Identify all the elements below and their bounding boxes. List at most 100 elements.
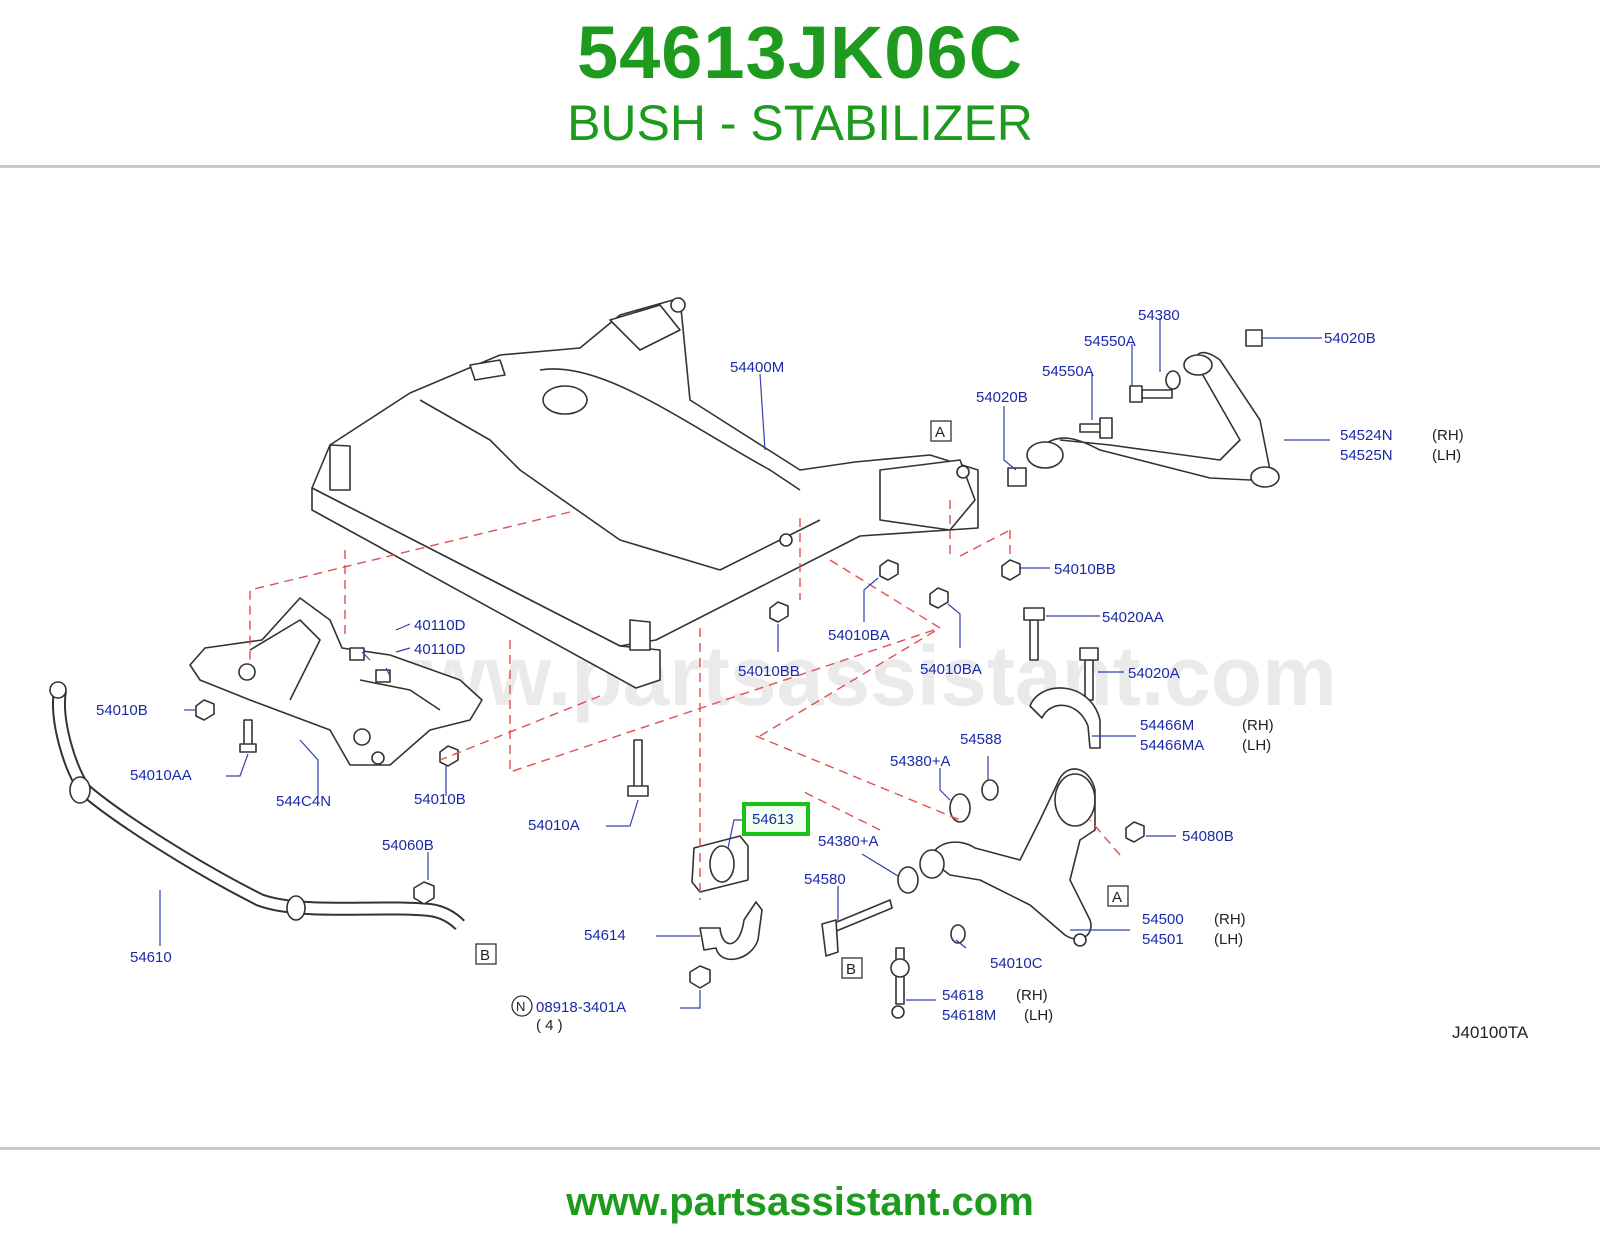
nut-54010B-center[interactable] (439, 745, 459, 767)
svg-text:(RH): (RH) (1242, 717, 1274, 734)
page-header: 54613JK06C BUSH - STABILIZER (0, 0, 1600, 168)
n-circle-mark: N (511, 995, 533, 1017)
callout-54400M[interactable]: 54400M (730, 359, 784, 376)
nut-54010BA-2[interactable] (929, 587, 949, 609)
bolt-54010AA[interactable] (239, 719, 257, 753)
washer-54380A-1[interactable] (949, 793, 971, 823)
bolt-54010A[interactable] (627, 739, 649, 797)
svg-text:B: B (846, 961, 856, 978)
nut-54010BB-right[interactable] (1001, 559, 1021, 581)
nut-54020B-mid[interactable] (1007, 467, 1027, 487)
callout-54010AA[interactable]: 54010AA (130, 767, 192, 784)
crossmember-54400M[interactable] (311, 297, 979, 689)
callout-54525N[interactable]: 54525N (1340, 447, 1393, 464)
callout-54010BB-center[interactable]: 54010BB (738, 663, 800, 680)
callout-54080B[interactable]: 54080B (1182, 828, 1234, 845)
washer-54380[interactable] (1165, 370, 1181, 390)
callout-54010BB-right[interactable]: 54010BB (1054, 561, 1116, 578)
callout-54501[interactable]: 54501 (1142, 931, 1184, 948)
callout-40110D-2[interactable]: 40110D (414, 641, 466, 658)
link-54618[interactable] (890, 947, 910, 1019)
callout-54010BA-1[interactable]: 54010BA (828, 627, 890, 644)
header-divider (0, 165, 1600, 168)
bolt-54020AA[interactable] (1023, 607, 1045, 661)
bushing-54613[interactable] (691, 835, 749, 893)
svg-text:B: B (480, 947, 490, 964)
svg-text:(LH): (LH) (1214, 931, 1243, 948)
stabilizer-bar-54610[interactable] (49, 681, 465, 931)
highlight-box-54613[interactable] (742, 802, 810, 836)
part-description: BUSH - STABILIZER (567, 95, 1033, 151)
nut-54010BB-center[interactable] (769, 601, 789, 623)
callout-54613[interactable]: 54613 (752, 811, 794, 828)
subframe-544C4N[interactable] (189, 597, 483, 766)
nut-08918[interactable] (689, 965, 711, 989)
callout-54524N[interactable]: 54524N (1340, 427, 1393, 444)
ref-box-a-top: A (930, 420, 952, 442)
footer-divider (0, 1147, 1600, 1150)
bolt-54580[interactable] (821, 899, 893, 957)
callout-54020A[interactable]: 54020A (1128, 665, 1180, 682)
ref-box-a-bottom: A (1107, 885, 1129, 907)
diagram-code: J40100TA (1452, 1023, 1529, 1042)
callout-54550A-2[interactable]: 54550A (1042, 363, 1094, 380)
callout-54466M[interactable]: 54466M (1140, 717, 1194, 734)
bolt-54550A[interactable] (1129, 385, 1173, 403)
callout-54466MA[interactable]: 54466MA (1140, 737, 1204, 754)
lower-arm-54500[interactable] (919, 768, 1096, 947)
nut-54010BA-1[interactable] (879, 559, 899, 581)
bracket-54466M[interactable] (1029, 687, 1101, 749)
callout-54020B-mid[interactable]: 54020B (976, 389, 1028, 406)
washer-54588[interactable] (981, 779, 999, 801)
svg-text:(LH): (LH) (1242, 737, 1271, 754)
ref-box-b-right: B (841, 957, 863, 979)
callout-54010B-left[interactable]: 54010B (96, 702, 148, 719)
svg-text:(LH): (LH) (1024, 1007, 1053, 1024)
nut-54010B-left[interactable] (195, 699, 215, 721)
callout-54060B[interactable]: 54060B (382, 837, 434, 854)
svg-text:A: A (935, 424, 945, 441)
svg-text:A: A (1112, 889, 1122, 906)
callout-54550A-1[interactable]: 54550A (1084, 333, 1136, 350)
assembly-dashed-lines (249, 500, 1121, 900)
callout-54010B-center[interactable]: 54010B (414, 791, 466, 808)
callout-54614[interactable]: 54614 (584, 927, 626, 944)
callout-54010C[interactable]: 54010C (990, 955, 1043, 972)
nut-54060B[interactable] (413, 881, 435, 905)
svg-text:(RH): (RH) (1432, 427, 1464, 444)
leader-lines (159, 318, 1330, 1009)
nut-54080B[interactable] (1125, 821, 1145, 843)
callout-54020AA[interactable]: 54020AA (1102, 609, 1164, 626)
callout-54618M[interactable]: 54618M (942, 1007, 996, 1024)
callout-54500[interactable]: 54500 (1142, 911, 1184, 928)
svg-text:N: N (516, 999, 525, 1014)
callout-54380[interactable]: 54380 (1138, 307, 1180, 324)
callout-54020B-top[interactable]: 54020B (1324, 330, 1376, 347)
callout-544C4N[interactable]: 544C4N (276, 793, 331, 810)
svg-text:(RH): (RH) (1214, 911, 1246, 928)
callout-08918-3401A[interactable]: 08918-3401A (536, 999, 626, 1016)
footer-url[interactable]: www.partsassistant.com (566, 1180, 1034, 1224)
callout-54618[interactable]: 54618 (942, 987, 984, 1004)
callout-54580[interactable]: 54580 (804, 871, 846, 888)
callout-54588[interactable]: 54588 (960, 731, 1002, 748)
callout-54380A-2[interactable]: 54380+A (818, 833, 878, 850)
callout-54610[interactable]: 54610 (130, 949, 172, 966)
ref-box-b-left: B (475, 943, 497, 965)
washer-54380A-2[interactable] (897, 866, 919, 894)
callout-54380A-1[interactable]: 54380+A (890, 753, 950, 770)
callout-54010A[interactable]: 54010A (528, 817, 580, 834)
bolt-54550A-2[interactable] (1079, 417, 1113, 439)
callout-labels: 54400M 54380 54020B 54550A 54550A 54020B… (96, 307, 1464, 1034)
callout-54010BA-2[interactable]: 54010BA (920, 661, 982, 678)
upper-arm-54524N[interactable] (1026, 351, 1280, 488)
clamp-54614[interactable] (699, 901, 763, 961)
nut-54020B-top[interactable] (1245, 329, 1263, 347)
svg-text:(LH): (LH) (1432, 447, 1461, 464)
washer-54010C[interactable] (950, 924, 966, 944)
clip-40110D-1[interactable] (349, 647, 365, 661)
callout-qty: ( 4 ) (536, 1017, 563, 1034)
callout-40110D-1[interactable]: 40110D (414, 617, 466, 634)
svg-text:(RH): (RH) (1016, 987, 1048, 1004)
